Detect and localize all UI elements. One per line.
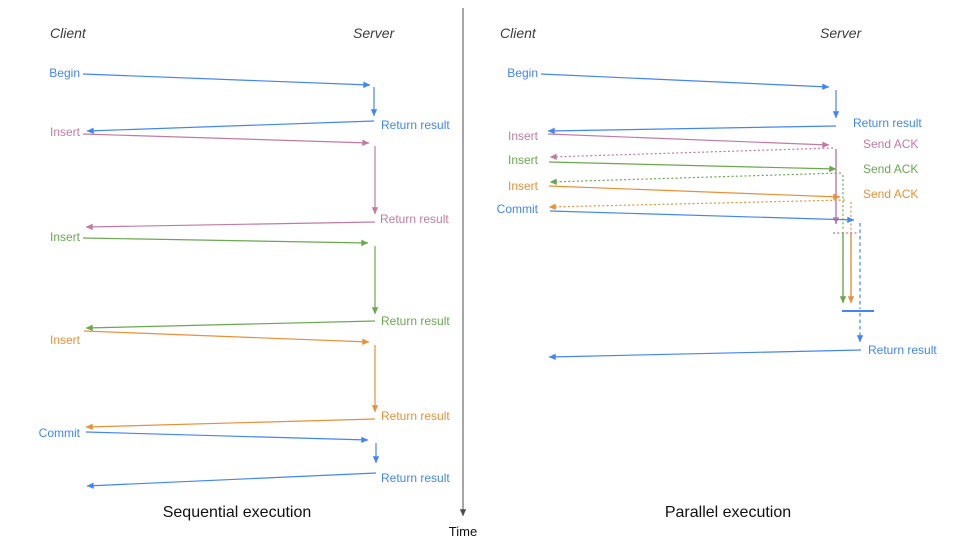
parallel-panel: Client Server Begin Return result Insert… (497, 25, 938, 521)
server-header: Server (353, 25, 396, 41)
op-insert-2: Insert Return result (50, 230, 450, 332)
sequential-caption: Sequential execution (163, 504, 312, 521)
response-label: Send ACK (863, 162, 918, 176)
op-begin: Begin Return result (507, 66, 922, 135)
op-label: Insert (508, 179, 539, 193)
time-label: Time (449, 524, 477, 539)
op-label: Insert (50, 230, 81, 244)
op-label: Begin (507, 66, 538, 80)
request-arrow (83, 330, 370, 345)
op-label: Insert (50, 125, 81, 139)
request-arrow (82, 73, 371, 88)
request-arrow (548, 185, 841, 200)
response-label: Return result (381, 118, 450, 132)
server-header: Server (820, 25, 863, 41)
op-label: Commit (39, 426, 81, 440)
request-arrow (547, 133, 830, 148)
request-arrow (82, 237, 369, 247)
response-label: Return result (381, 409, 450, 423)
op-label: Insert (508, 153, 539, 167)
op-label: Insert (508, 129, 539, 143)
response-arrow (86, 472, 377, 489)
response-label: Return result (868, 343, 937, 357)
response-arrow (85, 418, 376, 431)
op-commit: Commit Return result (497, 202, 937, 361)
ack-arrow (549, 172, 842, 185)
response-arrow (85, 221, 376, 231)
op-insert-1: Insert Return result (50, 125, 449, 231)
client-header: Client (50, 25, 87, 41)
op-insert-2: Insert Send ACK (508, 153, 918, 304)
parallel-caption: Parallel execution (665, 504, 791, 521)
op-label: Begin (49, 66, 80, 80)
response-arrow (85, 320, 376, 332)
op-insert-3: Insert Return result (50, 330, 450, 431)
ack-arrow (549, 147, 834, 160)
response-label: Return result (853, 116, 922, 130)
op-insert-1: Insert Send ACK (508, 129, 918, 234)
request-arrow (549, 210, 855, 224)
response-arrow (86, 120, 375, 134)
response-label: Send ACK (863, 187, 918, 201)
time-axis: Time (449, 8, 477, 539)
response-label: Return result (381, 314, 450, 328)
response-label: Send ACK (863, 137, 918, 151)
op-begin: Begin Return result (49, 66, 450, 134)
response-label: Return result (380, 212, 449, 226)
sequential-panel: Client Server Begin Return result Insert… (39, 25, 451, 521)
request-arrow (540, 73, 830, 90)
op-label: Insert (50, 333, 81, 347)
op-commit: Commit Return result (39, 426, 450, 489)
response-arrow (548, 349, 862, 361)
client-header: Client (500, 25, 537, 41)
op-label: Commit (497, 202, 539, 216)
request-arrow (85, 431, 369, 444)
request-arrow (82, 133, 370, 146)
op-insert-3: Insert Send ACK (508, 179, 918, 304)
ack-arrow (548, 199, 846, 211)
request-arrow (548, 161, 837, 173)
response-arrow (547, 125, 837, 135)
response-label: Return result (381, 471, 450, 485)
